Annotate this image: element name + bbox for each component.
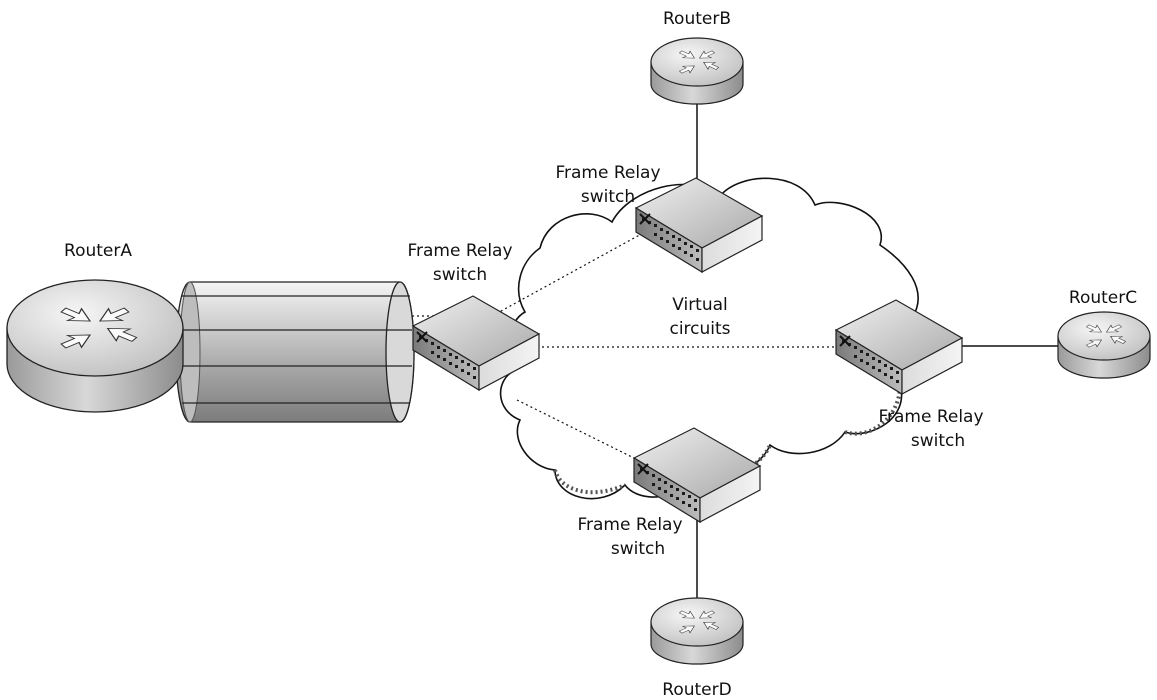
router-b <box>650 37 744 105</box>
switch-right-label-line1: Frame Relay <box>878 407 983 427</box>
router-a-label: RouterA <box>64 241 132 261</box>
switch-bottom-label-line2: switch <box>611 539 665 559</box>
virtual-circuits-label-line1: Virtual <box>672 295 728 315</box>
router-c-label: RouterC <box>1069 288 1137 308</box>
router-b-label: RouterB <box>663 9 731 29</box>
router-d-label: RouterD <box>662 680 731 700</box>
switch-right-label-line2: switch <box>911 431 965 451</box>
router-a <box>6 279 184 413</box>
switch-center-label-line2: switch <box>433 265 487 285</box>
router-c <box>1057 311 1151 379</box>
switch-top-label-line1: Frame Relay <box>555 163 660 183</box>
switch-bottom-label-line1: Frame Relay <box>577 515 682 535</box>
network-cloud <box>499 177 926 500</box>
router-d <box>650 597 744 665</box>
virtual-circuits-label-line2: circuits <box>669 319 730 339</box>
access-line-pipe <box>175 281 415 423</box>
switch-top-label-line2: switch <box>581 187 635 207</box>
switch-center-label-line1: Frame Relay <box>407 241 512 261</box>
